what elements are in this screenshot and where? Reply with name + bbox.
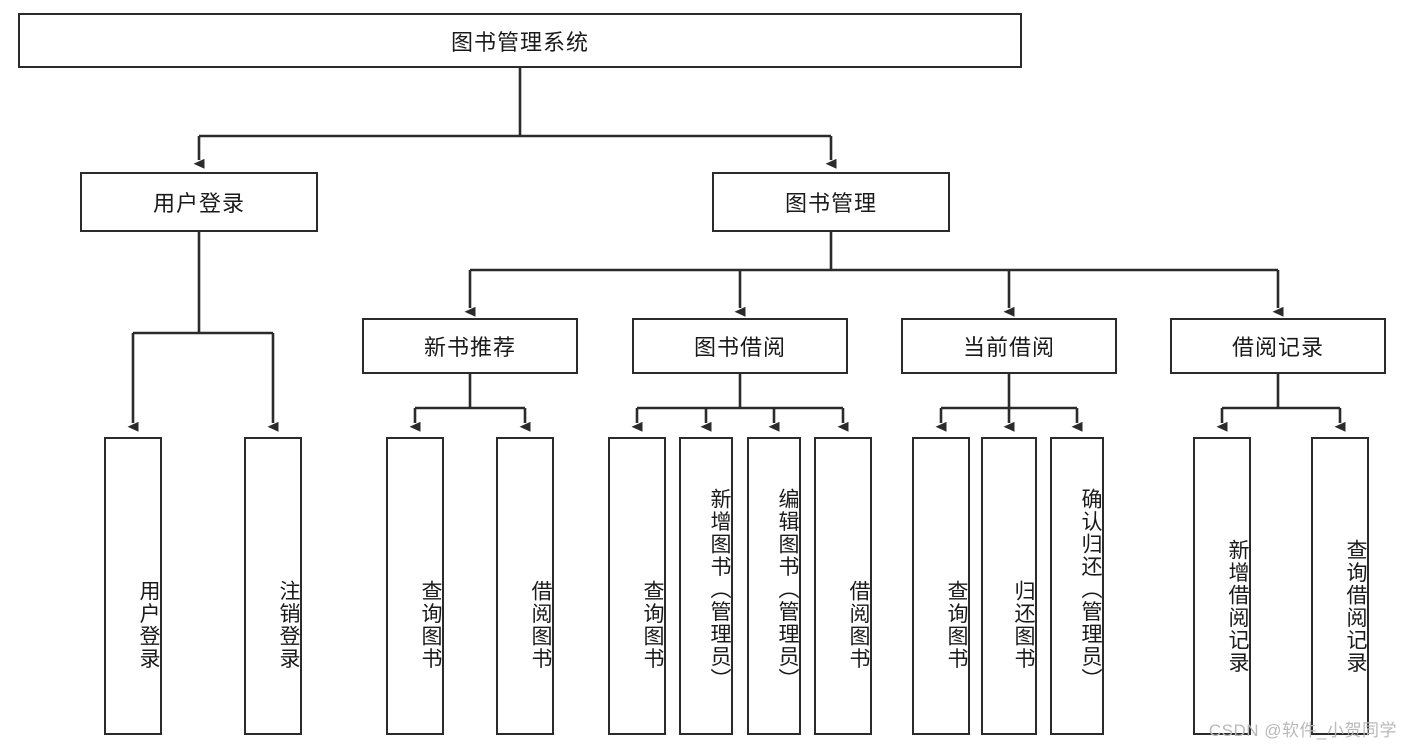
node-leaf-edit-book-label: 编辑图书（管理员） xyxy=(776,487,799,691)
node-leaf-confirm-return[interactable]: 确认归还（管理员） xyxy=(1050,437,1104,735)
node-leaf-query-book-2-label: 查询图书 xyxy=(641,580,664,670)
node-current-borrow-label: 当前借阅 xyxy=(962,335,1055,360)
node-leaf-logout-label: 注销登录 xyxy=(277,580,300,670)
node-current-borrow[interactable]: 当前借阅 xyxy=(901,318,1117,374)
node-leaf-edit-book[interactable]: 编辑图书（管理员） xyxy=(747,437,801,735)
node-leaf-borrow-book-1-label: 借阅图书 xyxy=(529,580,552,670)
node-leaf-borrow-book-2-label: 借阅图书 xyxy=(847,580,870,670)
node-leaf-add-record-label: 新增借阅记录 xyxy=(1226,538,1249,674)
node-leaf-query-book-1[interactable]: 查询图书 xyxy=(386,437,444,735)
node-root-label: 图书管理系统 xyxy=(450,29,589,55)
node-leaf-return-book-label: 归还图书 xyxy=(1012,580,1035,670)
node-leaf-user-login[interactable]: 用户登录 xyxy=(104,437,162,735)
node-book-borrow[interactable]: 图书借阅 xyxy=(632,318,848,374)
node-leaf-user-login-label: 用户登录 xyxy=(137,580,160,670)
node-leaf-query-record-label: 查询借阅记录 xyxy=(1344,538,1367,674)
node-borrow-record[interactable]: 借阅记录 xyxy=(1170,318,1386,374)
node-user-login-label: 用户登录 xyxy=(152,191,245,216)
node-new-book-recommend[interactable]: 新书推荐 xyxy=(362,318,578,374)
node-book-manage[interactable]: 图书管理 xyxy=(712,172,950,232)
node-leaf-add-record[interactable]: 新增借阅记录 xyxy=(1193,437,1251,735)
node-leaf-query-book-2[interactable]: 查询图书 xyxy=(608,437,666,735)
node-leaf-query-book-3[interactable]: 查询图书 xyxy=(912,437,970,735)
node-leaf-query-book-1-label: 查询图书 xyxy=(419,580,442,670)
watermark: CSDN @软件_小贺同学 xyxy=(1208,721,1397,740)
node-leaf-borrow-book-2[interactable]: 借阅图书 xyxy=(814,437,872,735)
node-leaf-confirm-return-label: 确认归还（管理员） xyxy=(1079,487,1102,691)
node-leaf-logout[interactable]: 注销登录 xyxy=(244,437,302,735)
node-leaf-add-book[interactable]: 新增图书（管理员） xyxy=(679,437,733,735)
node-leaf-query-book-3-label: 查询图书 xyxy=(945,580,968,670)
node-book-manage-label: 图书管理 xyxy=(784,191,877,216)
node-user-login[interactable]: 用户登录 xyxy=(80,172,318,232)
node-root[interactable]: 图书管理系统 xyxy=(18,13,1022,68)
node-leaf-borrow-book-1[interactable]: 借阅图书 xyxy=(496,437,554,735)
node-borrow-record-label: 借阅记录 xyxy=(1231,335,1324,360)
node-book-borrow-label: 图书借阅 xyxy=(693,335,786,360)
node-leaf-return-book[interactable]: 归还图书 xyxy=(981,437,1037,735)
node-leaf-query-record[interactable]: 查询借阅记录 xyxy=(1311,437,1369,735)
node-leaf-add-book-label: 新增图书（管理员） xyxy=(708,487,731,691)
node-new-book-recommend-label: 新书推荐 xyxy=(423,335,516,360)
